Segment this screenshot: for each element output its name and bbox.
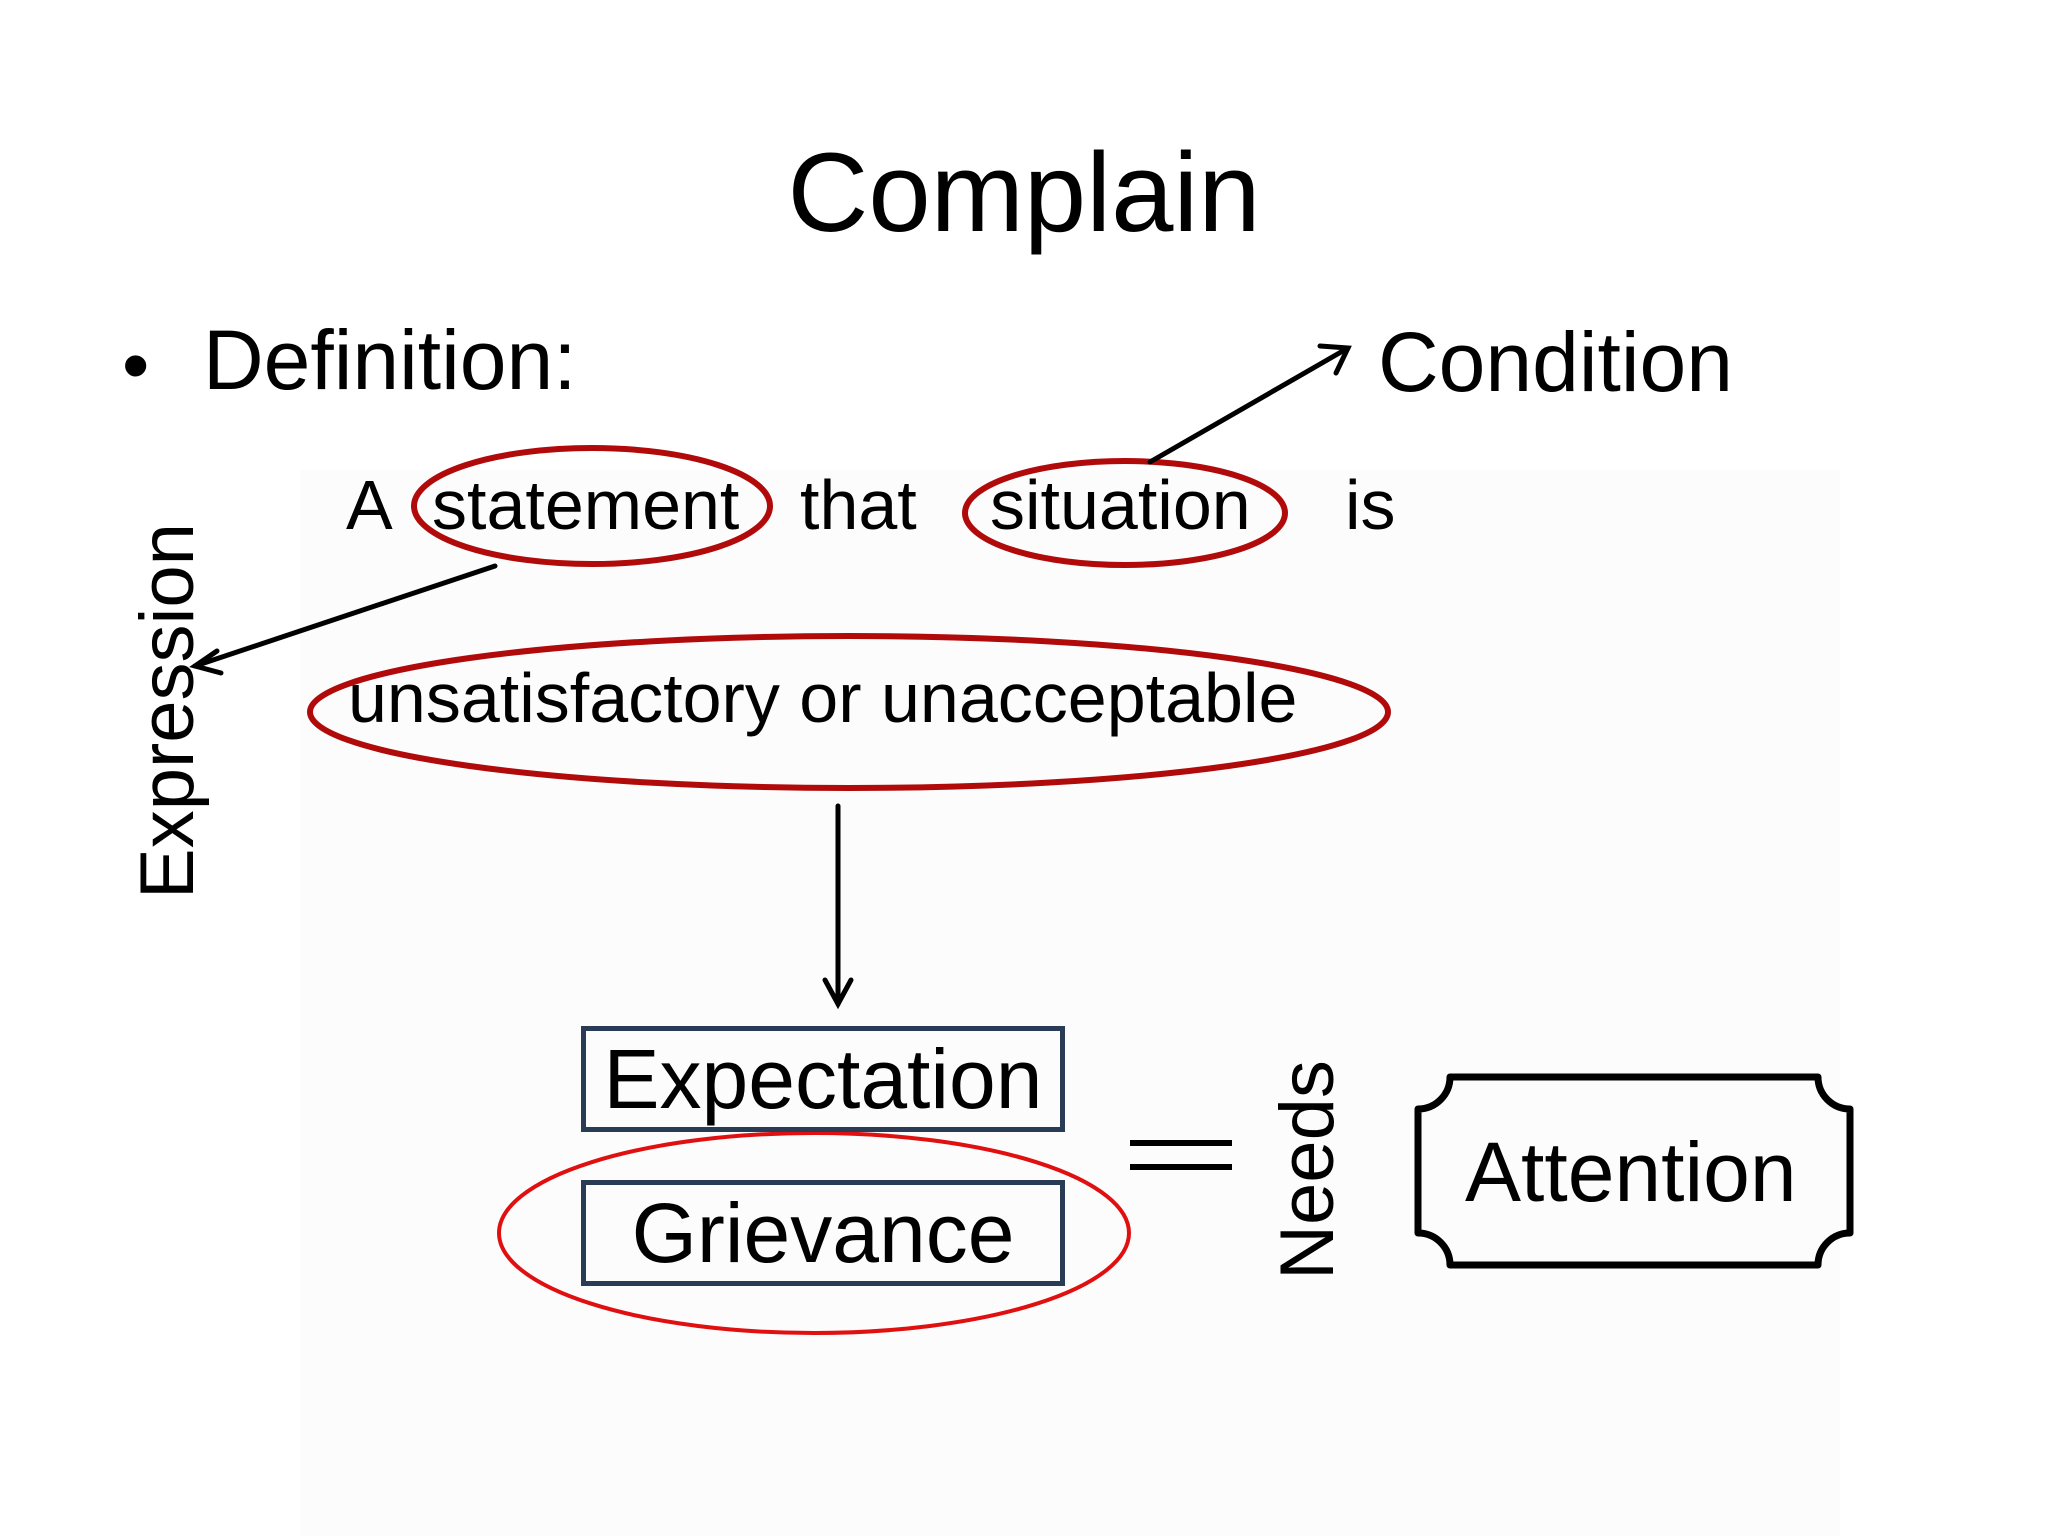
label-needs: Needs <box>1265 1060 1350 1280</box>
slide-title: Complain <box>787 130 1261 255</box>
label-expression: Expression <box>125 523 210 899</box>
sentence-word-statement: statement <box>432 466 740 544</box>
sentence-line-unsatisfactory: unsatisfactory or unacceptable <box>348 659 1298 737</box>
expectation-label: Expectation <box>603 1031 1043 1126</box>
bullet-point: • <box>122 321 150 409</box>
statement-ellipse <box>411 445 773 567</box>
unsatisfactory-ellipse <box>307 633 1391 791</box>
label-condition: Condition <box>1378 315 1733 409</box>
attention-frame <box>1414 1073 1854 1269</box>
bullet-definition: Definition: <box>203 313 577 407</box>
expectation-box: Expectation <box>581 1026 1065 1132</box>
equals-sign <box>1130 1140 1232 1170</box>
grievance-label: Grievance <box>631 1185 1015 1280</box>
arrow-to-expression <box>189 563 498 676</box>
grievance-ellipse <box>497 1131 1131 1335</box>
sentence-word-a: A <box>346 466 393 544</box>
arrow-down <box>822 803 854 1010</box>
arrow-to-condition <box>1147 343 1352 465</box>
sentence-word-that: that <box>800 466 917 544</box>
sentence-word-is: is <box>1345 466 1396 544</box>
situation-ellipse <box>962 458 1288 568</box>
sentence-word-situation: situation <box>990 466 1251 544</box>
attention-label: Attention <box>1465 1125 1797 1219</box>
grievance-box: Grievance <box>581 1180 1065 1286</box>
